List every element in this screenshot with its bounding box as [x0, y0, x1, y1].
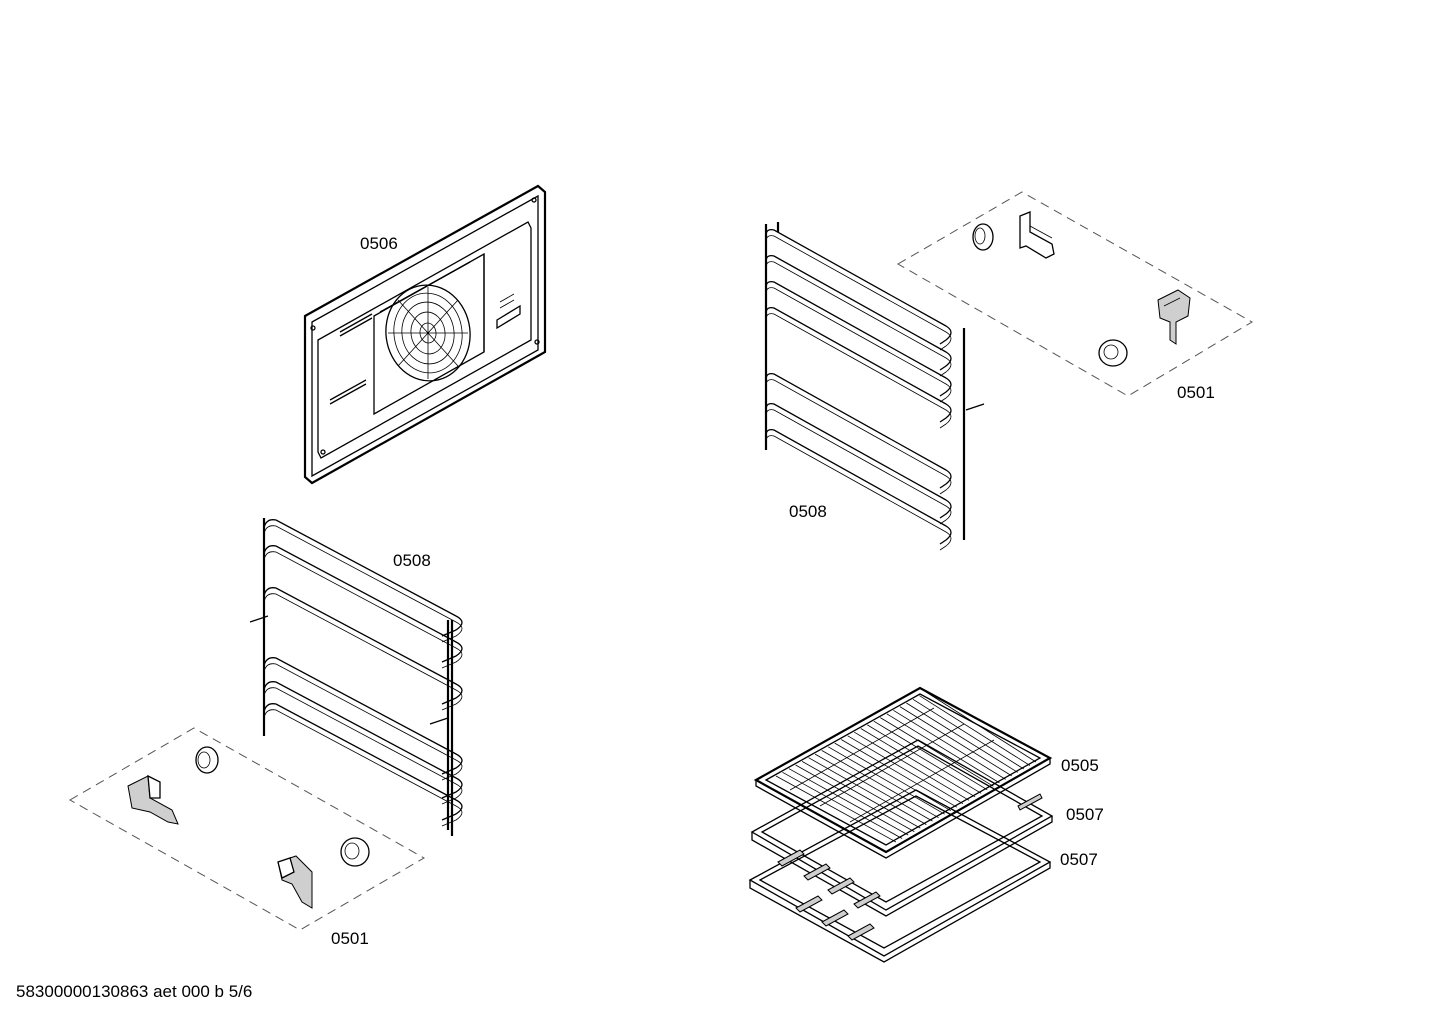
- knob-icon: [972, 223, 994, 251]
- label-0508-right: 0508: [789, 502, 827, 521]
- rack-bar: [834, 742, 952, 812]
- shelf-rail: [765, 228, 952, 345]
- fixings-right-group: [896, 191, 1253, 397]
- shelf-rail: [765, 254, 952, 371]
- rack-bar: [899, 706, 1012, 777]
- shelf-rail: [765, 287, 952, 403]
- shelf-rail: [765, 261, 952, 377]
- shelf-rail: [263, 551, 463, 669]
- rack-bar: [801, 761, 921, 829]
- shelf-rail: [263, 663, 463, 781]
- shelf-rail: [765, 313, 952, 429]
- shelf-rail: [263, 681, 463, 799]
- shelf-rail: [263, 657, 463, 775]
- shelf-rail: [263, 587, 463, 705]
- rack-bar: [880, 717, 994, 787]
- fixings-left-group: [68, 727, 426, 931]
- shelf-support-right-drawing: [764, 222, 985, 551]
- rack-bar: [912, 698, 1025, 770]
- back-panel-drawing: [303, 184, 547, 485]
- bracket-icon: [1019, 211, 1055, 259]
- rack-crossbar: [789, 707, 995, 823]
- shelf-rail: [263, 545, 463, 663]
- rack-bar: [925, 691, 1037, 763]
- rack-bar: [854, 731, 970, 801]
- rack-bar: [847, 735, 964, 805]
- clip-icon: [1157, 289, 1191, 345]
- clip-icon: [277, 855, 313, 909]
- tray-vent-slots: [777, 849, 881, 941]
- shelf-rail: [765, 428, 952, 545]
- label-0501-left: 0501: [331, 929, 369, 948]
- rack-bar: [873, 720, 988, 791]
- rack-bar: [788, 768, 909, 836]
- rack-bar: [919, 695, 1031, 766]
- tray-vent-slots: [1017, 793, 1043, 811]
- tray-lower-drawing: [748, 789, 1052, 963]
- rack-bar: [886, 713, 1000, 784]
- shelf-rail: [263, 709, 463, 827]
- shelf-rail: [263, 525, 463, 643]
- label-0501-right: 0501: [1177, 383, 1215, 402]
- shelf-rail: [263, 593, 463, 711]
- label-0506: 0506: [360, 234, 398, 253]
- shelf-rail: [263, 687, 463, 805]
- shelf-support-left-drawing: [249, 518, 463, 836]
- rack-bar: [867, 724, 982, 794]
- shelf-rail: [765, 306, 952, 423]
- shelf-rail: [765, 409, 952, 525]
- rack-bar: [860, 728, 976, 798]
- shelf-rail: [765, 435, 952, 551]
- bushing-icon: [340, 837, 370, 867]
- rack-bar: [814, 753, 933, 822]
- drawing-reference-code: 58300000130863 aet 000 b 5/6: [16, 982, 252, 1001]
- label-0507-lower: 0507: [1060, 850, 1098, 869]
- bracket-icon: [127, 774, 179, 825]
- rack-bar: [808, 757, 927, 825]
- shelf-rail: [765, 402, 952, 519]
- shelf-rail: [263, 703, 463, 821]
- rack-bar: [906, 702, 1018, 773]
- label-0507-upper: 0507: [1066, 805, 1104, 824]
- shelf-rail: [765, 372, 952, 489]
- rack-bar: [893, 709, 1006, 780]
- rack-bar: [795, 764, 915, 832]
- shelf-rail: [765, 379, 952, 495]
- shelf-rail: [765, 280, 952, 397]
- shelf-rail: [263, 519, 463, 637]
- rack-bar: [821, 750, 939, 819]
- bushing-icon: [1098, 339, 1128, 367]
- label-0505: 0505: [1061, 756, 1099, 775]
- tray-upper-drawing: [750, 739, 1054, 917]
- knob-icon: [195, 746, 219, 774]
- shelf-rail: [765, 235, 952, 351]
- wire-rack-drawing: [753, 686, 1053, 859]
- label-0508-left: 0508: [393, 551, 431, 570]
- rack-bar: [827, 746, 945, 815]
- rack-bar: [840, 739, 958, 808]
